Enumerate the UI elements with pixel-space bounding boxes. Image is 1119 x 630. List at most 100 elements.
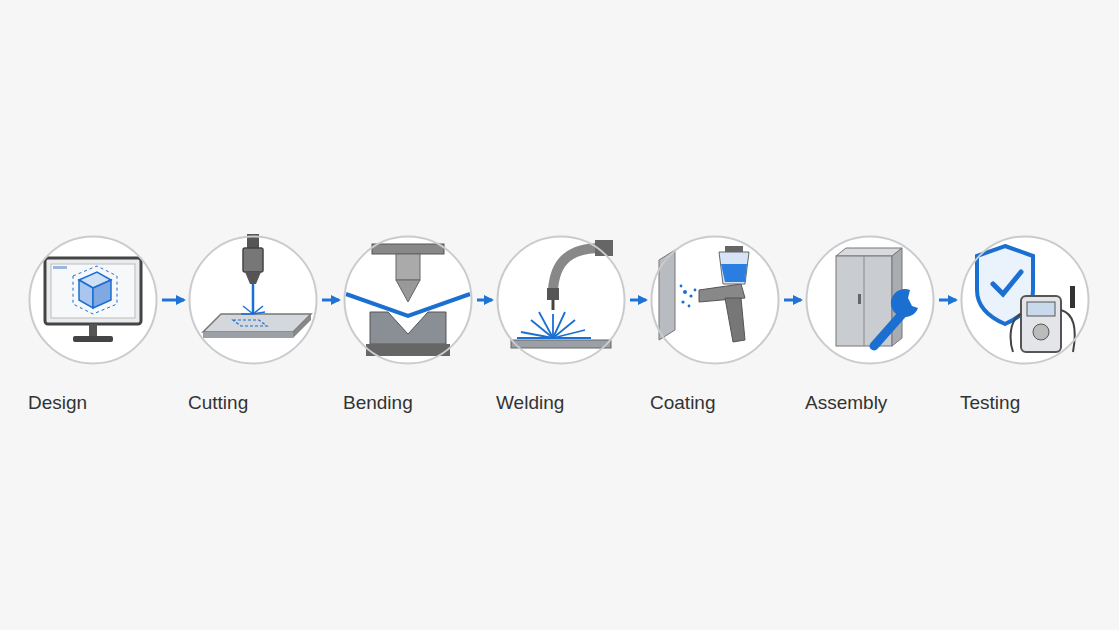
laser-cutter-icon — [203, 234, 311, 338]
welding-torch-icon-part — [517, 312, 591, 338]
step-circle-outline — [190, 237, 317, 364]
cabinet-wrench-icon-part — [836, 248, 902, 256]
step-label: Design — [28, 391, 158, 415]
step-label: Coating — [650, 391, 780, 415]
monitor-icon-part-part — [93, 280, 111, 308]
label-holder: Coating — [650, 235, 780, 415]
laser-cutter-icon-part-part — [253, 312, 265, 314]
step-circle — [28, 235, 158, 365]
welding-torch-icon-part — [553, 248, 601, 290]
step-label: Testing — [960, 391, 1090, 415]
step-label: Cutting — [188, 391, 318, 415]
step-circle-outline — [30, 237, 157, 364]
circle-grounds-part — [29, 236, 157, 364]
step-circle-outline — [807, 237, 934, 364]
spray-gun-icon-part — [659, 250, 675, 340]
spray-gun-icon-part — [680, 285, 697, 308]
step-circle — [496, 235, 626, 365]
circle-grounds-part — [961, 236, 1089, 364]
process-step: Design — [28, 235, 158, 415]
welding-torch-icon-part — [547, 288, 559, 300]
process-step: Assembly — [805, 235, 935, 415]
monitor-icon-part — [51, 264, 135, 318]
spray-gun-icon-part — [725, 246, 743, 252]
label-holder: Testing — [960, 235, 1090, 415]
press-brake-icon — [346, 244, 470, 356]
spray-gun-icon-part-part — [681, 300, 684, 303]
flow-arrow — [784, 299, 801, 302]
laser-cutter-icon-part — [241, 306, 265, 314]
circle-grounds-part — [806, 236, 934, 364]
laser-cutter-icon-part — [293, 314, 311, 338]
welding-torch-icon-part — [552, 300, 555, 310]
process-step: Coating — [650, 235, 780, 415]
circle-grounds-part — [651, 236, 779, 364]
laser-cutter-icon-part — [233, 320, 267, 326]
shield-meter-icon-part — [1021, 296, 1061, 352]
label-holder: Assembly — [805, 235, 935, 415]
welding-torch-icon-part-part — [553, 337, 591, 339]
laser-cutter-icon-part — [252, 284, 255, 314]
label-holder: Design — [28, 235, 158, 415]
step-circle — [805, 235, 935, 365]
press-brake-icon-part — [372, 244, 444, 254]
step-circle-outline — [962, 237, 1089, 364]
process-step: Cutting — [188, 235, 318, 415]
circle-grounds — [29, 236, 1089, 364]
spray-gun-icon-part-part — [688, 305, 691, 308]
press-brake-icon-part — [396, 254, 420, 280]
flow-arrow — [162, 299, 184, 302]
welding-torch-icon-part-part — [553, 312, 565, 338]
laser-cutter-icon-part — [245, 272, 261, 284]
step-circle — [960, 235, 1090, 365]
welding-torch-icon-part-part — [539, 312, 553, 338]
step-circle — [650, 235, 780, 365]
process-step: Bending — [343, 235, 473, 415]
flow-arrow — [630, 299, 646, 302]
step-circle — [188, 235, 318, 365]
spray-gun-icon-part-part — [694, 289, 697, 292]
shield-meter-icon-part — [1070, 286, 1075, 308]
press-brake-icon-part — [366, 344, 450, 356]
laser-cutter-icon-part — [243, 248, 263, 272]
process-step: Welding — [496, 235, 626, 415]
shield-meter-icon-part — [1011, 314, 1021, 352]
shield-meter-icon — [977, 246, 1075, 352]
flow-arrow — [939, 299, 956, 302]
process-step: Testing — [960, 235, 1090, 415]
laser-cutter-icon-part-part — [241, 313, 253, 315]
welding-torch-icon-part-part — [553, 330, 585, 338]
welding-torch-icon-part-part — [517, 337, 553, 339]
circle-grounds-part — [344, 236, 472, 364]
monitor-icon-part — [79, 272, 111, 308]
spray-gun-icon-part-part — [689, 294, 692, 297]
flow-arrow — [477, 299, 492, 302]
flow-arrow — [322, 299, 339, 302]
welding-torch-icon-part-part — [552, 314, 554, 338]
circle-grounds-part — [189, 236, 317, 364]
laser-cutter-icon-part — [203, 332, 293, 338]
laser-cutter-icon-part — [203, 314, 311, 332]
step-label: Welding — [496, 391, 626, 415]
monitor-icon-part-part — [79, 280, 93, 308]
press-brake-icon-part — [396, 280, 420, 302]
step-circle-outline — [345, 237, 472, 364]
monitor-icon-part — [73, 266, 117, 314]
shield-meter-icon-part — [1027, 302, 1055, 316]
press-brake-icon-part — [370, 312, 446, 344]
circle-grounds-part — [497, 236, 625, 364]
welding-torch-icon-part — [511, 340, 611, 348]
monitor-icon-part — [53, 266, 67, 269]
step-label: Bending — [343, 391, 473, 415]
press-brake-icon-part — [346, 294, 470, 316]
cabinet-wrench-icon — [836, 248, 918, 346]
label-holder: Cutting — [188, 235, 318, 415]
monitor-icon-part — [45, 258, 141, 324]
label-holder: Welding — [496, 235, 626, 415]
cabinet-wrench-icon-part — [864, 256, 865, 346]
spray-gun-icon-part-part — [680, 285, 683, 288]
spray-gun-icon-part — [721, 264, 747, 282]
